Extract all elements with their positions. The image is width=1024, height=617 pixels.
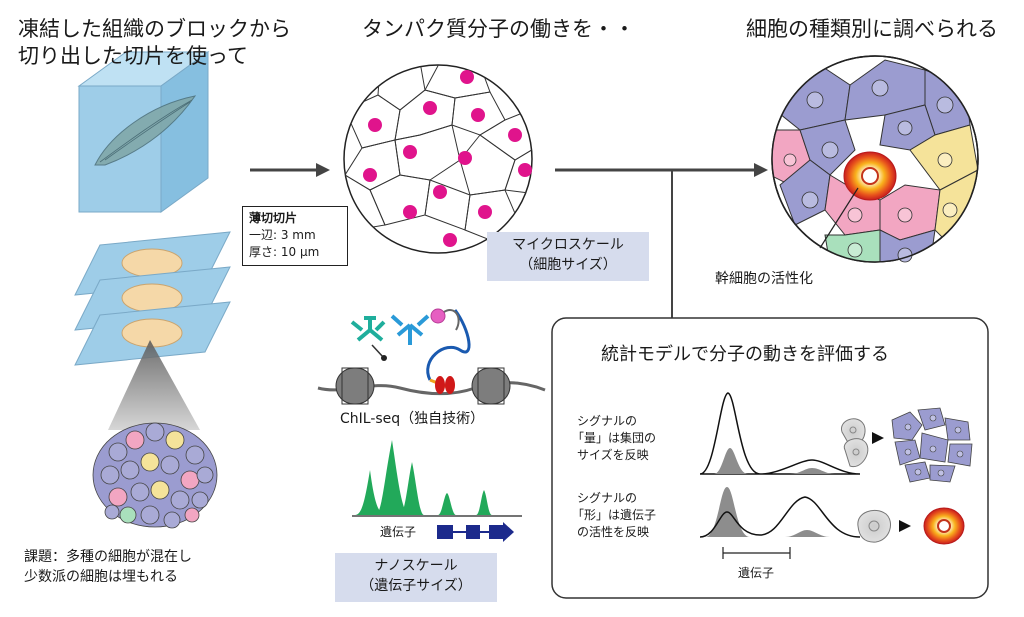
issue-line1: 課題：多種の細胞が混在し [24, 549, 192, 565]
micro-scale-cells [343, 64, 533, 254]
stem-cell-activation-label: 幹細胞の活性化 [715, 271, 813, 287]
gene-label: 遺伝子 [380, 525, 417, 539]
shape-signal-plot [699, 487, 861, 559]
tissue-block-cube [77, 51, 210, 213]
micro-scale-subtitle: （細胞サイズ） [519, 257, 617, 273]
gene-structure [437, 522, 514, 542]
right-heading: 細胞の種類別に調べられる [746, 17, 998, 41]
chil-seq-signal-peaks [352, 440, 522, 517]
cell-types-circle [771, 55, 979, 263]
section-info-side: 一辺: 3 mm [249, 228, 316, 242]
process-arrows [250, 163, 768, 320]
amount-note-line3: サイズを反映 [577, 448, 649, 462]
shape-note-line1: シグナルの [577, 491, 638, 505]
nano-scale-subtitle: （遺伝子サイズ） [360, 578, 472, 594]
model-panel-title: 統計モデルで分子の動きを評価する [601, 344, 889, 365]
amount-result-icons [841, 407, 973, 483]
gene-axis-label: 遺伝子 [738, 566, 775, 580]
amount-note-line1: シグナルの [577, 414, 638, 428]
nano-scale-title: ナノスケール [374, 558, 458, 574]
micro-scale-label-box: マイクロスケール （細胞サイズ） [487, 232, 649, 281]
tissue-slices-stack [74, 231, 231, 366]
cell-cluster-mixed [92, 422, 218, 529]
left-heading-line1: 凍結した組織のブロックから [18, 17, 291, 41]
section-info-title: 薄切切片 [249, 211, 298, 225]
shape-note-line3: の活性を反映 [577, 525, 650, 539]
left-heading-line2: 切り出した切片を使って [18, 44, 248, 68]
chil-seq-illustration [317, 308, 546, 405]
center-heading: タンパク質分子の働きを・・ [362, 17, 635, 41]
shape-result-icons [857, 507, 965, 545]
issue-line2: 少数派の細胞は埋もれる [24, 569, 178, 585]
section-info-box: 薄切切片 一辺: 3 mm 厚さ: 10 μm [242, 206, 348, 266]
section-info-thickness: 厚さ: 10 μm [249, 245, 320, 259]
amount-note-line2: 「量」は集団の [572, 431, 657, 445]
amount-signal-plot [699, 392, 861, 475]
nano-scale-label-box: ナノスケール （遺伝子サイズ） [335, 553, 497, 602]
shape-note-line2: 「形」は遺伝子 [572, 508, 657, 522]
method-label: ChIL-seq（独自技術） [340, 411, 485, 427]
micro-scale-title: マイクロスケール [512, 237, 624, 253]
zoom-beam [108, 340, 200, 430]
